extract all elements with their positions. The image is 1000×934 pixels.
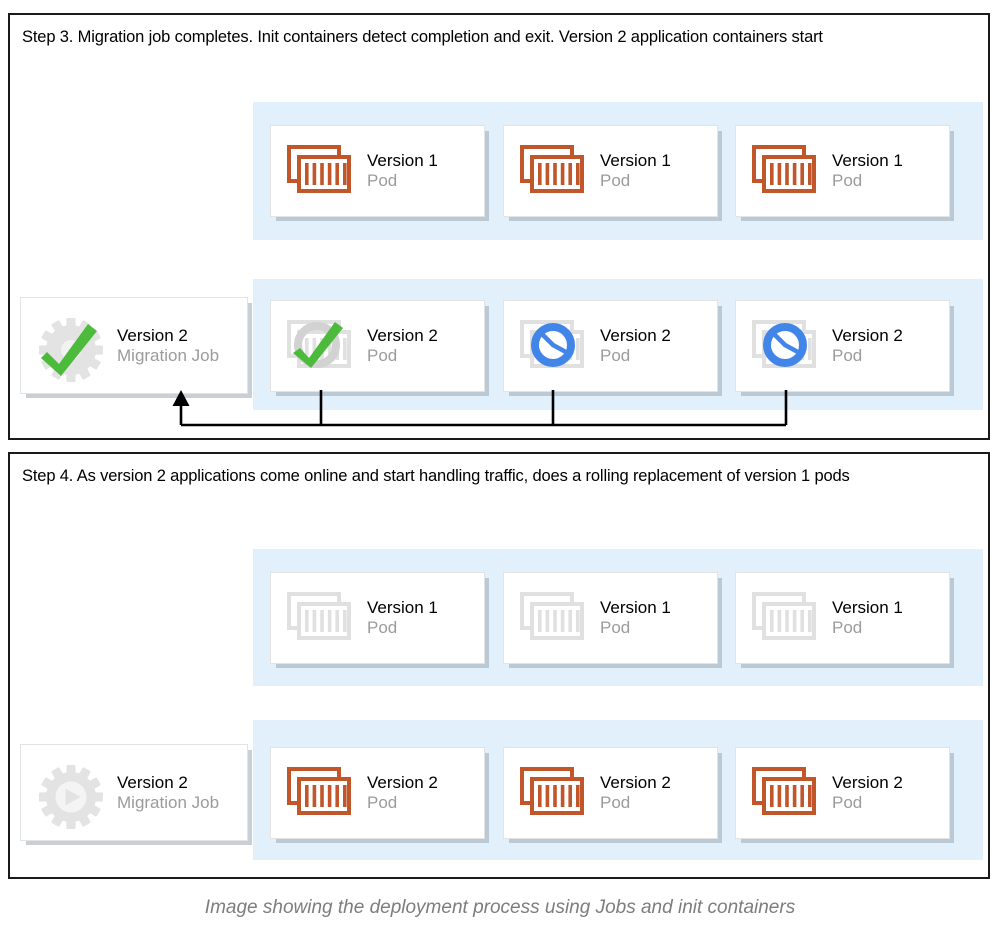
pod-card-labels: Version 1 Pod: [367, 598, 438, 638]
pod-card-labels: Version 1 Pod: [832, 151, 903, 191]
migration-job-card[interactable]: Version 2 Migration Job: [20, 744, 248, 841]
pod-icon-gray: [748, 586, 822, 650]
pod-icon-orange: [748, 139, 822, 203]
pod-title: Version 1: [832, 151, 903, 171]
pod-card-v2-1[interactable]: Version 2 Pod: [270, 747, 485, 839]
step-3-panel: Step 3. Migration job completes. Init co…: [8, 13, 990, 440]
pod-card-labels: Version 1 Pod: [832, 598, 903, 638]
pod-card-labels: Version 2 Pod: [367, 326, 438, 366]
pod-icon-orange: [283, 139, 357, 203]
pod-card-v1-3[interactable]: Version 1 Pod: [735, 572, 950, 664]
pod-title: Version 2: [367, 773, 438, 793]
migration-job-labels: Version 2 Migration Job: [117, 773, 219, 813]
gear-check-icon: [33, 314, 107, 382]
pod-icon-gray-check: [283, 314, 357, 378]
step-4-panel: Step 4. As version 2 applications come o…: [8, 452, 990, 879]
pod-card-v1-1[interactable]: Version 1 Pod: [270, 125, 485, 217]
pod-subtitle: Pod: [832, 793, 863, 812]
figure-caption: Image showing the deployment process usi…: [204, 897, 796, 918]
pod-subtitle: Pod: [600, 793, 631, 812]
pod-title: Version 2: [600, 773, 671, 793]
pod-card-labels: Version 2 Pod: [600, 773, 671, 813]
pod-title: Version 1: [367, 598, 438, 618]
pod-subtitle: Pod: [367, 793, 398, 812]
pod-icon-gray: [283, 586, 357, 650]
pod-icon-gray-clock: [516, 314, 590, 378]
pod-subtitle: Pod: [367, 346, 398, 365]
pod-card-v1-2[interactable]: Version 1 Pod: [503, 572, 718, 664]
migration-job-card[interactable]: Version 2 Migration Job: [20, 297, 248, 394]
pod-card-v1-1[interactable]: Version 1 Pod: [270, 572, 485, 664]
pod-card-labels: Version 2 Pod: [832, 326, 903, 366]
pod-card-labels: Version 1 Pod: [600, 151, 671, 191]
pod-icon-orange: [516, 139, 590, 203]
pod-title: Version 1: [600, 151, 671, 171]
step-4-title: Step 4. As version 2 applications come o…: [22, 467, 850, 485]
pod-card-v2-1[interactable]: Version 2 Pod: [270, 300, 485, 392]
pod-subtitle: Pod: [600, 618, 631, 637]
migration-job-labels: Version 2 Migration Job: [117, 326, 219, 366]
pod-card-v2-2[interactable]: Version 2 Pod: [503, 300, 718, 392]
pod-title: Version 1: [832, 598, 903, 618]
pod-card-v2-3[interactable]: Version 2 Pod: [735, 747, 950, 839]
migration-job-title: Version 2: [117, 772, 188, 792]
pod-title: Version 2: [832, 326, 903, 346]
pod-title: Version 2: [367, 326, 438, 346]
pod-subtitle: Pod: [367, 618, 398, 637]
pod-card-labels: Version 2 Pod: [832, 773, 903, 813]
pod-card-labels: Version 2 Pod: [600, 326, 671, 366]
pod-subtitle: Pod: [367, 171, 398, 190]
pod-subtitle: Pod: [832, 618, 863, 637]
pod-card-v1-2[interactable]: Version 1 Pod: [503, 125, 718, 217]
pod-icon-orange: [748, 761, 822, 825]
pod-card-v2-2[interactable]: Version 2 Pod: [503, 747, 718, 839]
pod-card-labels: Version 1 Pod: [600, 598, 671, 638]
step-3-title: Step 3. Migration job completes. Init co…: [22, 28, 823, 46]
pod-title: Version 1: [367, 151, 438, 171]
pod-subtitle: Pod: [832, 171, 863, 190]
pod-icon-gray-clock: [748, 314, 822, 378]
pod-title: Version 2: [832, 773, 903, 793]
pod-card-labels: Version 2 Pod: [367, 773, 438, 813]
pod-card-v2-3[interactable]: Version 2 Pod: [735, 300, 950, 392]
pod-title: Version 2: [600, 326, 671, 346]
migration-job-subtitle: Migration Job: [117, 345, 220, 365]
pod-icon-gray: [516, 586, 590, 650]
pod-icon-orange: [283, 761, 357, 825]
pod-subtitle: Pod: [600, 171, 631, 190]
pod-card-v1-3[interactable]: Version 1 Pod: [735, 125, 950, 217]
migration-job-subtitle: Migration Job: [117, 792, 220, 812]
pod-card-labels: Version 1 Pod: [367, 151, 438, 191]
migration-job-title: Version 2: [117, 325, 188, 345]
gear-play-icon: [33, 761, 107, 829]
pod-icon-orange: [516, 761, 590, 825]
pod-subtitle: Pod: [832, 346, 863, 365]
pod-subtitle: Pod: [600, 346, 631, 365]
pod-title: Version 1: [600, 598, 671, 618]
